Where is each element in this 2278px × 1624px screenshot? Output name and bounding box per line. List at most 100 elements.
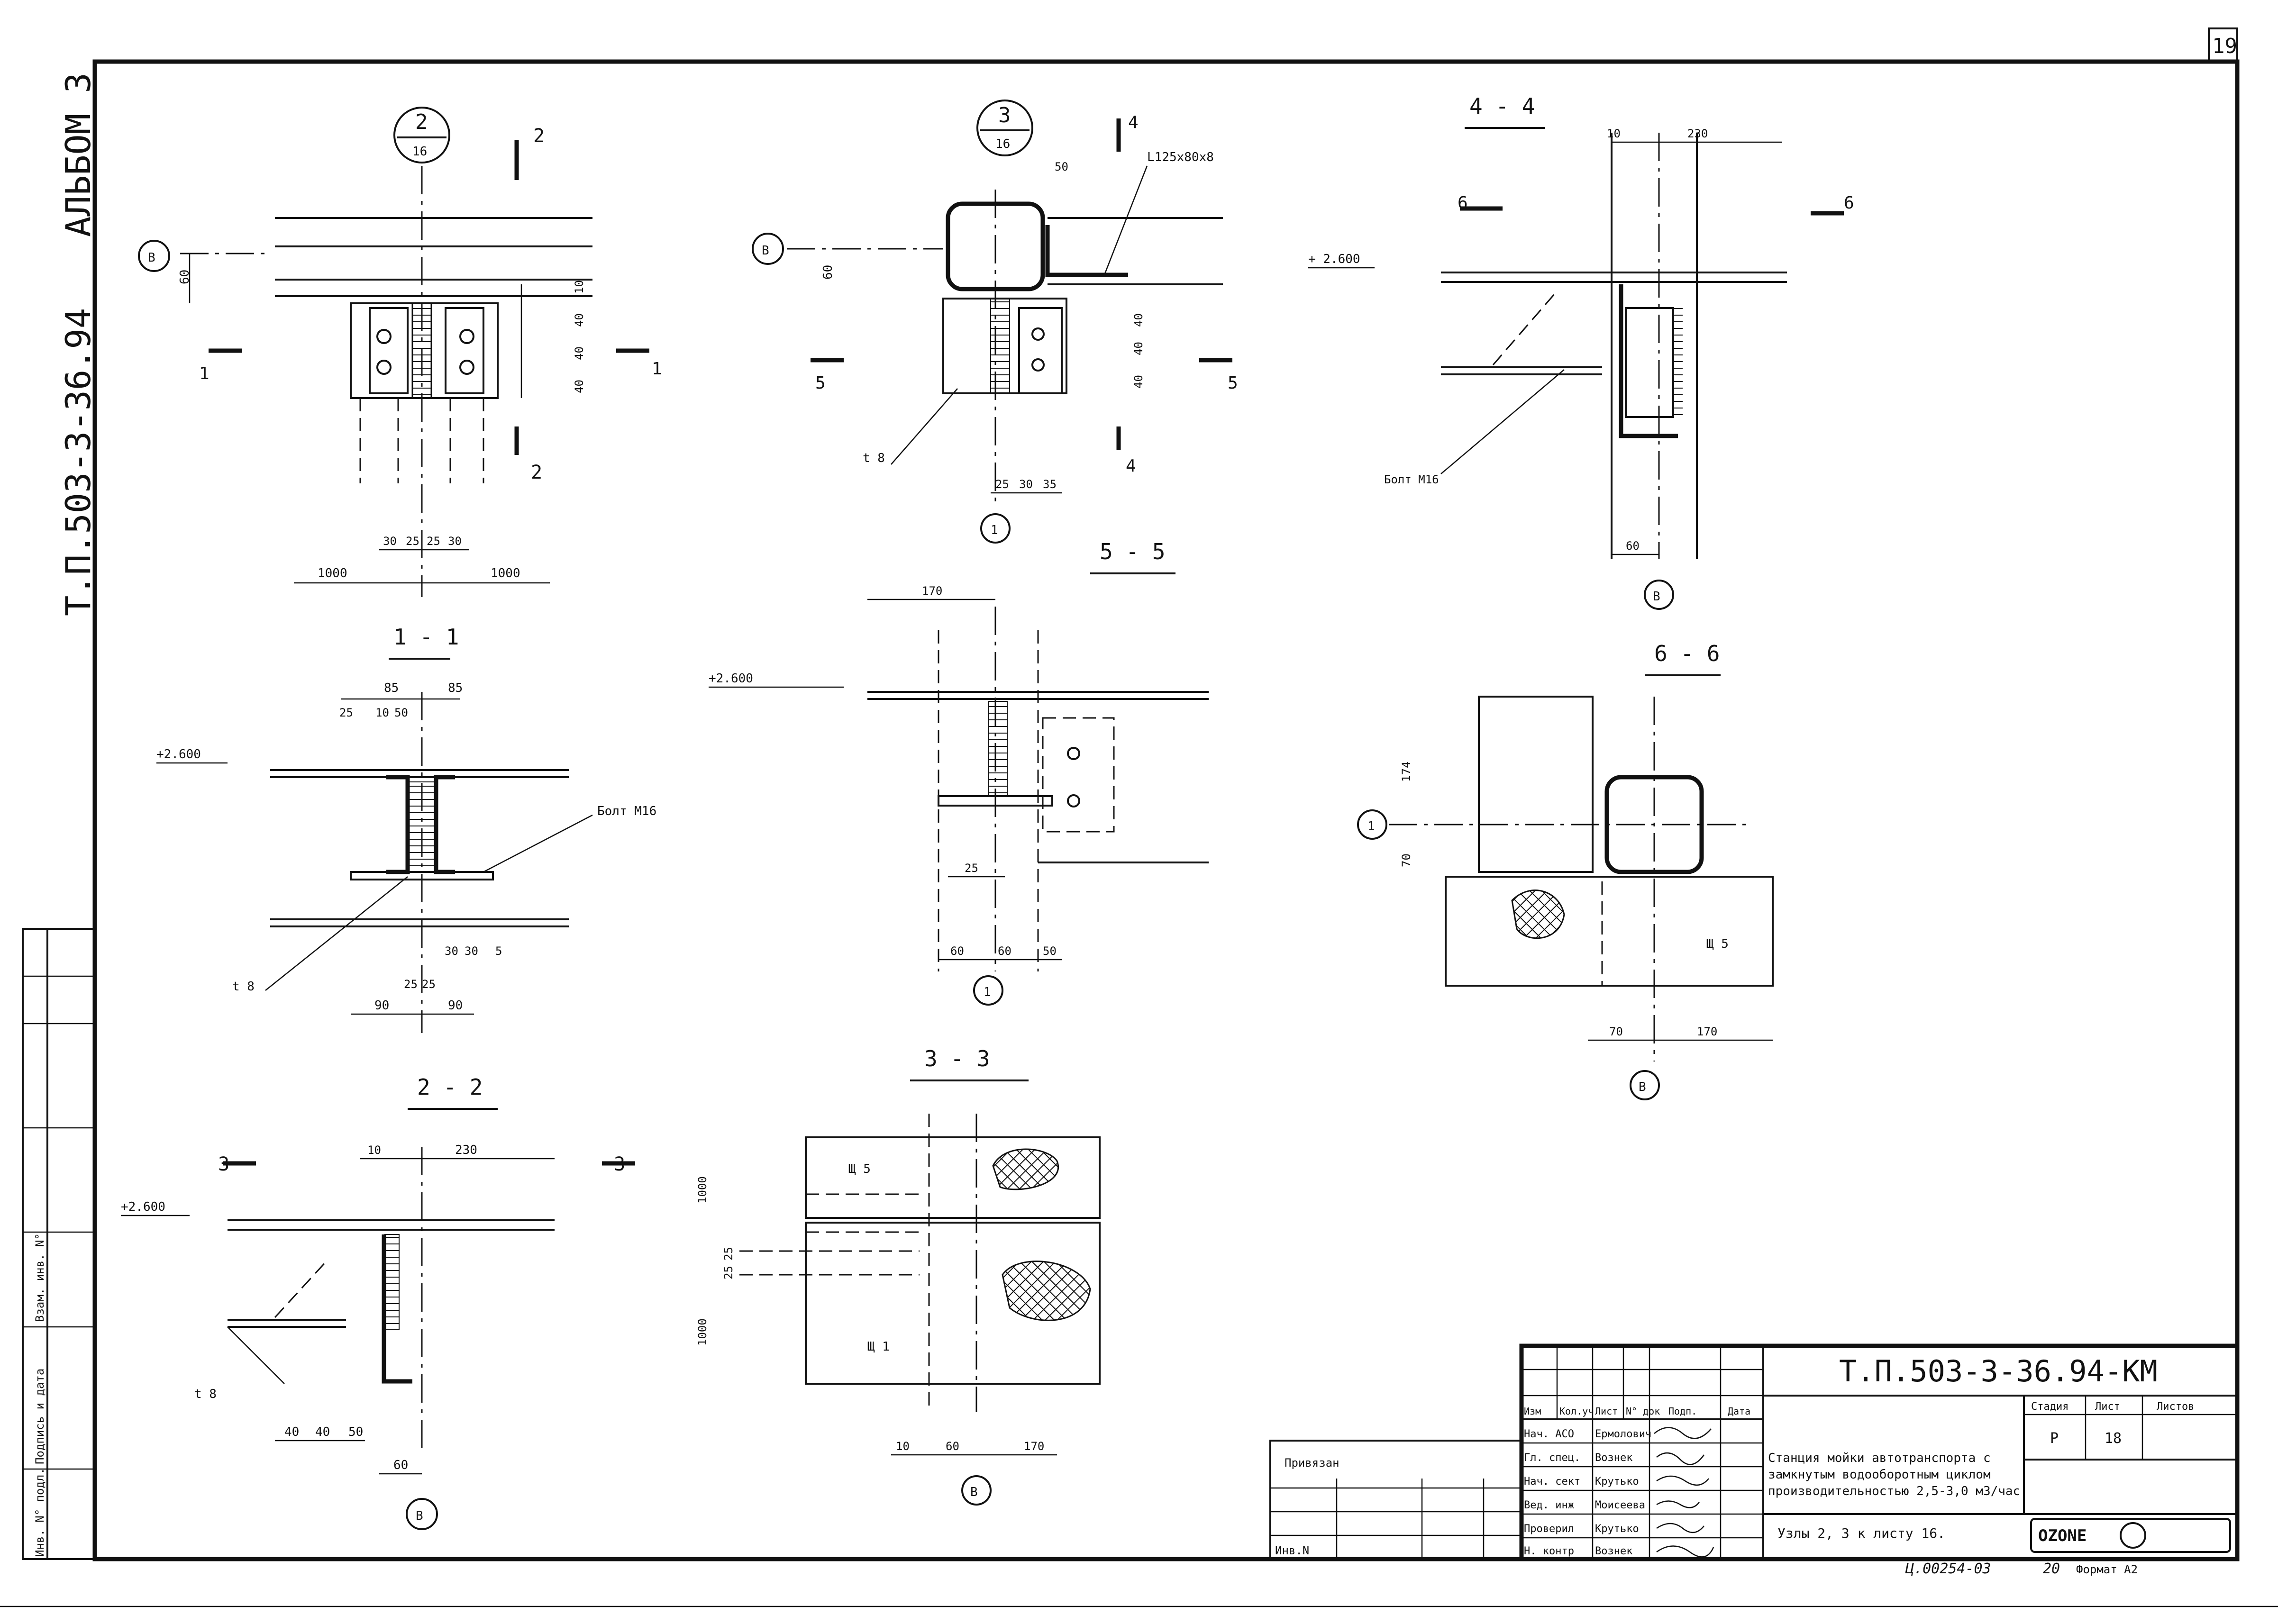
s55-dim-60a: 60 [950,944,964,958]
role-1: Гл. спец. [1524,1452,1580,1464]
cut-6-left: 6 [1458,193,1468,213]
section-5-5: 5 - 5 170 +2.600 25 60 60 50 1 [709,539,1209,1006]
desc-line-3: производительностью 2,5-3,0 м3/час [1768,1484,2020,1498]
node-3-dim-40a: 40 [1132,313,1145,327]
section-4-4: 4 - 4 10 230 + 2.600 6 6 Болт М16 60 В [1308,93,1854,610]
name-0: Ермолович [1595,1428,1651,1440]
s44-dim-10: 10 [1607,127,1621,140]
section-3-3: 3 - 3 Щ 5 Щ 1 1000 1000 25 25 10 60 170 … [696,1046,1101,1506]
s66-dim-170: 170 [1697,1025,1717,1038]
cut-2-top: 2 [533,125,545,147]
section-6-6-title: 6 - 6 [1654,641,1720,666]
album-label: АЛЬБОМ 3 [58,73,98,237]
s11-dim-30a: 30 [445,944,458,958]
node-3-dim-60: 60 [821,265,835,280]
node-3-number: 3 [998,103,1011,127]
s11-dim-85a: 85 [384,681,399,695]
s55-elevation: +2.600 [709,671,753,686]
org-logo-mark [2120,1522,2146,1549]
node-2-dim-30a: 30 [383,535,397,548]
hdr-date: Дата [1728,1406,1750,1417]
s33-panel-1: Щ 1 [867,1340,890,1354]
stage-label: Стадия [2031,1401,2068,1413]
node-3-plate-label: t 8 [863,451,885,465]
node-3-sheet: 16 [995,137,1010,151]
role-3: Вед. инж [1524,1499,1574,1511]
s11-bolt-label: Болт М16 [597,804,656,818]
s33-dim-10: 10 [896,1440,910,1453]
section-1-1-title: 1 - 1 [393,624,459,650]
s11-dim-25c: 25 [404,978,418,991]
format-label: Формат А2 [2076,1563,2138,1576]
node-2-dim-25a: 25 [406,535,419,548]
node-3-dim-30: 30 [1019,478,1033,491]
section-2-2: 2 - 2 +2.600 3 3 10 230 t 8 40 40 50 60 … [121,1074,635,1530]
node-2-dim-1000-right: 1000 [491,566,520,581]
node-3-dim-40b: 40 [1132,342,1145,355]
linked-label: Привязан [1285,1456,1339,1470]
s66-dim-70a: 70 [1400,853,1413,867]
s22-dim-60: 60 [393,1458,408,1472]
hdr-list: Лист [1595,1406,1618,1417]
hdr-kol: Кол.уч [1559,1406,1594,1417]
cut-4-top: 4 [1128,113,1139,132]
node-2-dim-30b: 30 [448,535,462,548]
hdr-sign: Подп. [1668,1406,1697,1417]
s44-elevation: + 2.600 [1308,252,1360,266]
node-3-axis-1: 1 [991,523,998,537]
s11-dim-90a: 90 [374,998,389,1013]
s22-dim-10: 10 [367,1143,381,1157]
node-2-dim-40c: 40 [573,380,586,393]
section-6-6: 6 - 6 1 Щ 5 174 70 70 170 В [1357,641,1774,1100]
s22-dim-40b: 40 [315,1425,330,1439]
role-4: Проверил [1524,1523,1574,1535]
s22-elevation: +2.600 [121,1200,165,1214]
s11-dim-30b: 30 [465,944,478,958]
hdr-izm: Изм [1524,1406,1541,1417]
stage-value: Р [2050,1430,2059,1447]
s33-dim-25a: 25 [722,1247,735,1261]
name-2: Крутько [1595,1476,1639,1488]
hdr-doc: N° док [1626,1406,1660,1417]
s33-dim-1000b: 1000 [696,1318,709,1346]
cut-1-left: 1 [199,364,210,383]
sheet-value: 18 [2105,1430,2122,1447]
name-3: Моисеева [1595,1499,1645,1511]
s11-dim-5: 5 [495,944,502,958]
s55-dim-60b: 60 [998,944,1011,958]
cut-3-right: 3 [614,1153,625,1175]
s22-dim-50: 50 [348,1425,363,1439]
node-3-dim-25: 25 [995,478,1009,491]
s11-dim-85b: 85 [448,681,463,695]
section-4-4-title: 4 - 4 [1469,93,1535,119]
name-1: Вознек [1595,1452,1632,1464]
s55-axis-1: 1 [984,985,991,999]
s66-dim-174: 174 [1400,762,1413,782]
cut-5-right: 5 [1228,373,1238,393]
node-3-view: 3 16 В 60 L125х80х8 50 4 4 40 40 40 5 5 … [752,100,1238,544]
s66-panel-5: Щ 5 [1706,937,1729,951]
s11-dim-25d: 25 [422,978,436,991]
node-2-number: 2 [415,110,428,134]
node-2-dim-40a: 40 [573,313,586,327]
cut-6-right: 6 [1844,193,1854,213]
s33-panel-5: Щ 5 [848,1162,871,1176]
section-2-2-title: 2 - 2 [417,1074,483,1100]
cut-4-bottom: 4 [1126,456,1136,476]
signature-marks [1654,1427,1714,1558]
s11-dim-25: 25 [339,706,353,719]
s44-dim-60: 60 [1626,539,1640,553]
s33-axis-b: В [970,1485,978,1499]
inv-orig-label: Инв. N° подл. [33,1468,46,1557]
cut-5-left: 5 [815,373,826,393]
drawing-code: Т.П.503-3-36.94-КМ [1839,1354,2158,1388]
node-2-view: 2 16 В 60 10 40 40 40 1 1 2 [138,107,662,597]
s55-dim-170: 170 [922,584,942,598]
role-0: Нач. АСО [1524,1428,1574,1440]
node-2-sheet: 16 [412,145,427,159]
inv-no-label: Инв.N [1275,1544,1309,1557]
s55-dim-50: 50 [1043,944,1057,958]
side-stamp: Взам. инв. N° Подпись и дата Инв. N° под… [22,928,96,1560]
s11-dim-90b: 90 [448,998,463,1013]
